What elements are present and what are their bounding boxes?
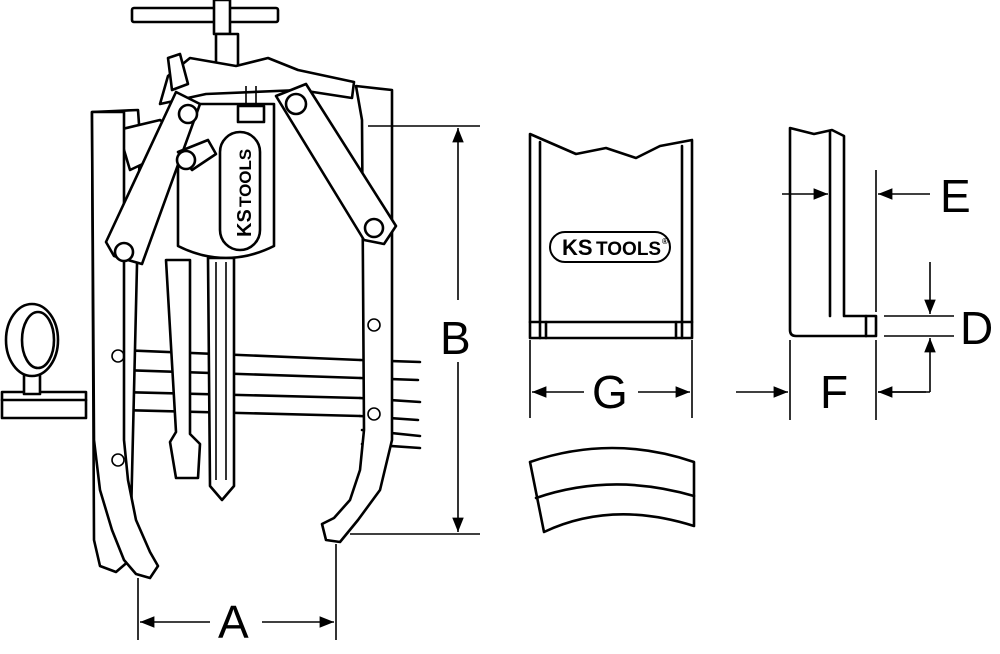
left-link	[104, 90, 218, 266]
cylinder-logo-prefix: KS	[234, 209, 256, 237]
dimension-a: A	[137, 544, 337, 648]
dimension-g-label: G	[592, 366, 628, 418]
dimension-f-label: F	[820, 366, 848, 418]
dimension-b-label: B	[440, 312, 471, 364]
left-arm	[90, 110, 160, 580]
jaw-top-view	[528, 446, 696, 534]
jaw-logo-suffix: TOOLS	[596, 239, 661, 260]
shaft-gauge	[0, 302, 88, 420]
dimension-f: F	[736, 340, 926, 420]
jaw-logo-registered: ®	[662, 237, 668, 246]
right-link	[274, 82, 398, 246]
jaw-side-view	[788, 126, 878, 338]
spindle	[206, 256, 236, 502]
dimension-g: G	[529, 340, 693, 418]
dimension-e: E	[782, 170, 971, 312]
dimension-a-label: A	[218, 596, 249, 648]
cylinder-logo: KS TOOLS	[234, 149, 256, 237]
dimension-b: B	[350, 125, 480, 535]
cylinder-logo-suffix: TOOLS	[236, 149, 255, 207]
jaw-front-view: KS TOOLS ®	[528, 132, 694, 340]
jaw-logo-prefix: KS	[562, 235, 593, 260]
dimension-d: D	[878, 262, 993, 393]
dimension-d-label: D	[960, 302, 993, 354]
dimension-e-label: E	[940, 170, 971, 222]
puller-tool	[0, 0, 422, 580]
center-hook	[164, 258, 202, 480]
crown	[158, 52, 356, 106]
t-handle	[130, 0, 280, 76]
